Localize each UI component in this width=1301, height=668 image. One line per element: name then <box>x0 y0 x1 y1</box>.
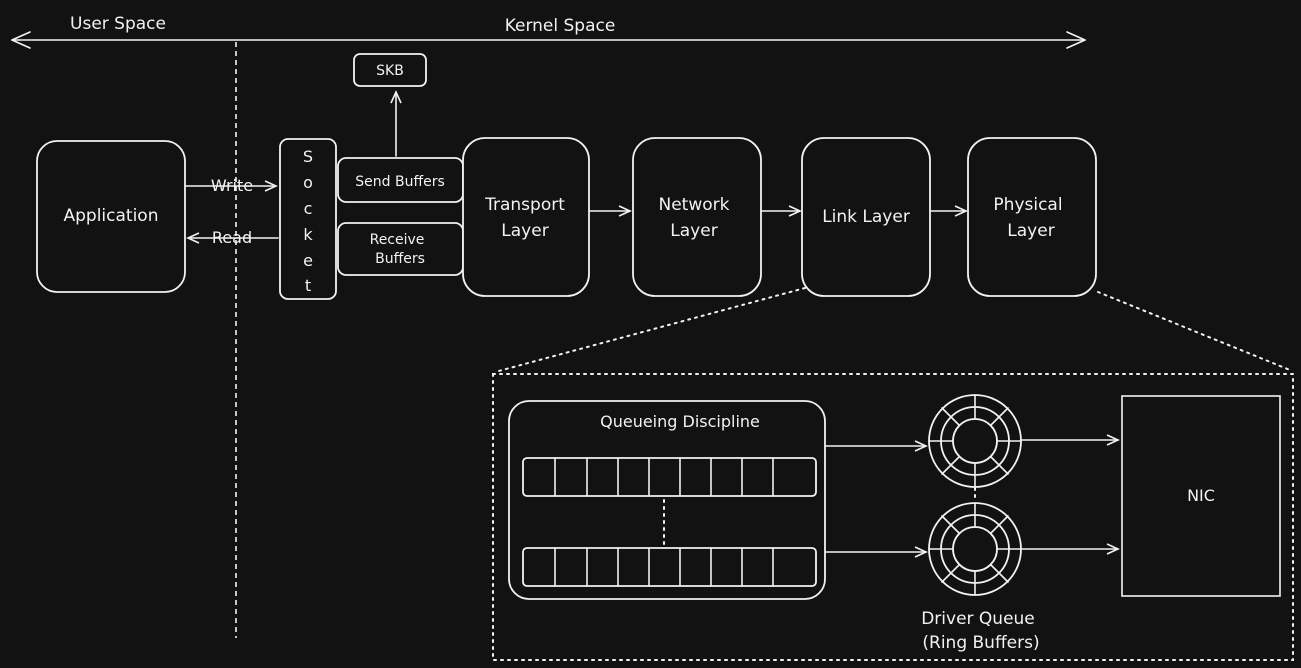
socket-letter: o <box>303 173 313 192</box>
queueing-discipline-label: Queueing Discipline <box>600 412 760 431</box>
receive-buffers-label-line1: Receive <box>370 232 425 248</box>
nic-label: NIC <box>1187 486 1215 505</box>
skb-box <box>353 53 427 87</box>
qdisc-queue-bottom <box>522 547 817 587</box>
zoom-line-left <box>494 287 806 373</box>
nic-box <box>1121 395 1281 597</box>
link-layer-box <box>801 137 931 297</box>
user-space-label: User Space <box>70 14 166 34</box>
link-layer-label: Link Layer <box>822 207 910 227</box>
application-box <box>36 140 186 293</box>
physical-layer-box <box>967 137 1097 297</box>
link-layer-detail-frame <box>492 373 1294 661</box>
transport-layer-box <box>462 137 590 297</box>
kernel-space-label: Kernel Space <box>505 16 616 36</box>
network-label-line1: Network <box>659 195 730 215</box>
space-divider-arrow <box>11 31 1086 49</box>
skb-label: SKB <box>376 63 404 79</box>
driver-queue-label-line1: Driver Queue <box>921 609 1035 629</box>
queue-bar <box>522 547 817 587</box>
network-label-line2: Layer <box>670 221 717 241</box>
socket-label: S o c k e t <box>303 147 313 295</box>
socket-letter: S <box>303 147 313 166</box>
socket-letter: c <box>304 199 313 218</box>
qdisc-queue-top <box>522 457 817 497</box>
transport-label-line1: Transport <box>484 195 565 215</box>
physical-label-line2: Layer <box>1007 221 1054 241</box>
ring-buffer-bottom <box>928 502 1022 596</box>
zoom-line-right <box>1097 291 1291 371</box>
socket-letter: t <box>305 276 311 295</box>
physical-label-line1: Physical <box>993 195 1062 215</box>
transport-label-line2: Layer <box>501 221 548 241</box>
socket-box <box>279 138 337 300</box>
queue-bar <box>522 457 817 497</box>
network-layer-box <box>632 137 762 297</box>
socket-letter: k <box>303 225 313 244</box>
driver-queue-label-line2: (Ring Buffers) <box>922 633 1039 653</box>
application-label: Application <box>64 206 159 226</box>
read-label: Read <box>212 228 252 247</box>
receive-buffers-box <box>337 222 464 276</box>
write-label: Write <box>211 176 253 195</box>
send-buffers-label: Send Buffers <box>355 174 445 190</box>
socket-letter: e <box>303 251 313 270</box>
receive-buffers-label-line2: Buffers <box>375 251 425 267</box>
ring-buffer-top <box>928 394 1022 488</box>
